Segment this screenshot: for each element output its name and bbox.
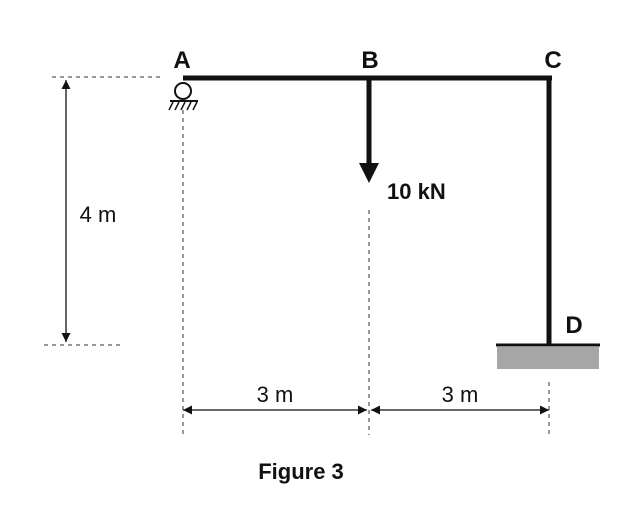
height-dimension-label: 4 m xyxy=(80,202,117,227)
load-label: 10 kN xyxy=(387,179,446,204)
span-ab-label: 3 m xyxy=(257,382,294,407)
node-label-b: B xyxy=(361,47,378,74)
node-label-a: A xyxy=(173,47,190,74)
roller-support xyxy=(168,82,198,111)
fixed-support-base xyxy=(497,347,599,369)
span-bc-label: 3 m xyxy=(442,382,479,407)
load-arrow xyxy=(359,78,379,183)
node-label-d: D xyxy=(565,312,582,339)
node-label-c: C xyxy=(544,47,561,74)
figure-caption: Figure 3 xyxy=(258,459,344,484)
